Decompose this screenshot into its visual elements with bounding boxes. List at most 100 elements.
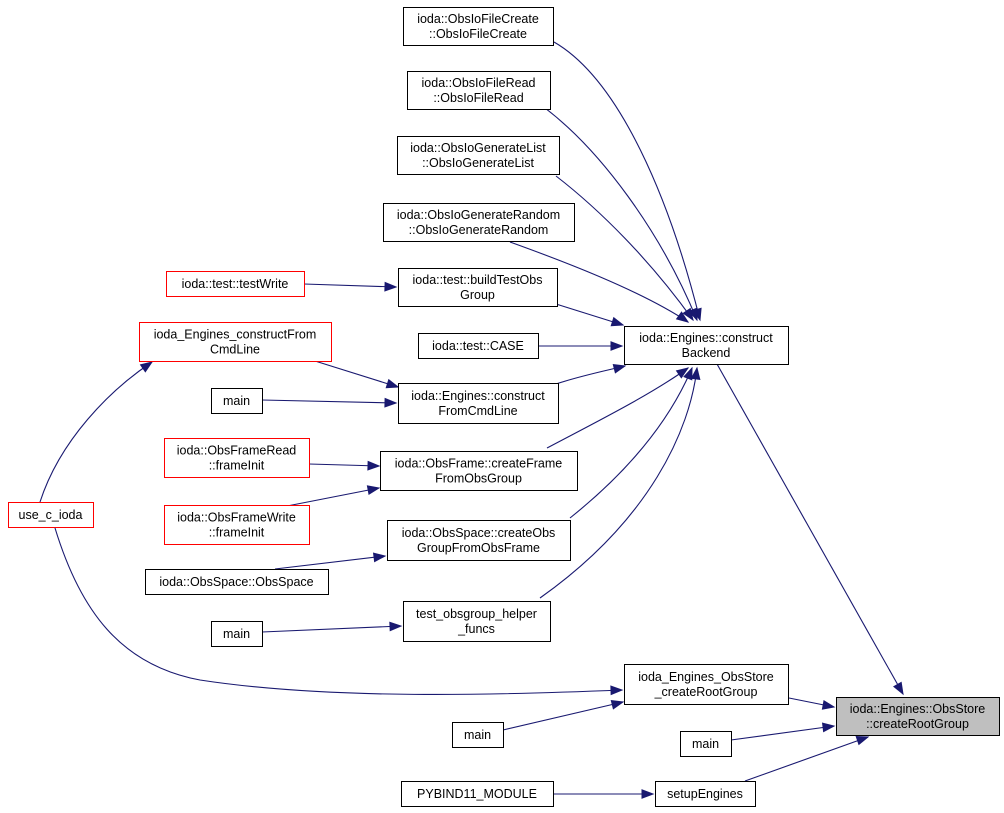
node-obsframeread-frameinit[interactable]: ioda::ObsFrameRead::frameInit	[164, 438, 310, 478]
node-label: main	[692, 737, 719, 751]
node-box	[401, 781, 554, 807]
arrowhead-icon	[139, 361, 154, 373]
node-pybind11-module[interactable]: PYBIND11_MODULE	[401, 781, 554, 807]
edge-use_c_ioda-to-c_obsstore_createrootgroup	[54, 527, 624, 696]
node-obsframewrite-frameinit[interactable]: ioda::ObsFrameWrite::frameInit	[164, 505, 310, 545]
node-label: FromCmdLine	[438, 404, 517, 418]
arrowhead-icon	[610, 700, 625, 710]
node-label: ioda::ObsFrameRead	[177, 444, 297, 458]
node-obsiogeneraterandom[interactable]: ioda::ObsIoGenerateRandom::ObsIoGenerate…	[383, 203, 575, 242]
edge-line	[539, 367, 698, 599]
arrowhead-icon	[610, 316, 625, 327]
edge-main2-to-test_obsgroup_helper_funcs	[261, 621, 403, 633]
arrowhead-icon	[385, 378, 400, 389]
arrowhead-icon	[821, 700, 836, 710]
node-label: ioda::test::CASE	[432, 339, 524, 353]
node-label: ioda::ObsFrame::createFrame	[395, 457, 562, 471]
node-obsiogeneratelist[interactable]: ioda::ObsIoGenerateList::ObsIoGenerateLi…	[397, 136, 560, 175]
node-box	[164, 438, 310, 478]
node-box	[139, 322, 332, 362]
node-box	[624, 326, 789, 365]
edge-obsspace_ctor-to-createobsgroupfromobsframe	[274, 552, 387, 570]
arrowhead-icon	[675, 367, 690, 379]
node-label: ::frameInit	[209, 459, 265, 473]
edge-line	[555, 175, 694, 321]
node-label: ::ObsIoGenerateRandom	[409, 223, 549, 237]
edge-testcase-to-constructbackend	[538, 341, 624, 351]
node-label: use_c_ioda	[19, 508, 83, 522]
node-box	[452, 722, 504, 748]
edge-line	[502, 701, 624, 731]
node-box	[383, 203, 575, 242]
node-box	[403, 601, 551, 642]
node-box	[680, 731, 732, 757]
node-label: main	[223, 627, 250, 641]
edge-line	[274, 555, 386, 570]
node-obsspace-ctor[interactable]: ioda::ObsSpace::ObsSpace	[145, 569, 329, 595]
edge-testwrite-to-buildtestobsgroup	[303, 281, 398, 292]
node-label: ioda::ObsSpace::createObs	[402, 526, 556, 540]
call-edges	[39, 41, 904, 799]
node-label: ioda::ObsSpace::ObsSpace	[159, 575, 313, 589]
node-label: ioda::ObsIoGenerateRandom	[397, 208, 560, 222]
node-main2[interactable]: main	[211, 621, 263, 647]
node-label: Backend	[682, 346, 731, 360]
node-box	[397, 136, 560, 175]
arrowhead-icon	[610, 341, 624, 351]
edge-line	[314, 360, 399, 388]
node-testwrite[interactable]: ioda::test::testWrite	[166, 271, 305, 297]
node-label: ioda::Engines::construct	[639, 331, 773, 345]
node-obsiofileread[interactable]: ioda::ObsIoFileRead::ObsIoFileRead	[407, 71, 551, 110]
node-obsiofilecreate[interactable]: ioda::ObsIoFileCreate::ObsIoFileCreate	[403, 7, 554, 46]
edge-line	[553, 41, 701, 321]
node-c-obsstore-createrootgroup[interactable]: ioda_Engines_ObsStore_createRootGroup	[624, 664, 789, 705]
node-main1[interactable]: main	[211, 388, 263, 414]
edge-c_obsstore_createrootgroup-to-obsstore_createrootgroup	[788, 697, 836, 710]
node-label: ioda_Engines_constructFrom	[154, 328, 317, 342]
node-label: main	[223, 394, 250, 408]
edge-line	[544, 107, 698, 321]
edge-obsframeread_frameinit-to-createframefromobsgroup	[308, 460, 381, 471]
node-box	[164, 505, 310, 545]
edge-createobsgroupfromobsframe-to-constructbackend	[569, 366, 693, 519]
node-box	[166, 271, 305, 297]
node-label: ioda_Engines_ObsStore	[638, 670, 774, 684]
edge-buildtestobsgroup-to-constructbackend	[555, 303, 625, 327]
node-box	[211, 388, 263, 414]
node-test-obsgroup-helper-funcs[interactable]: test_obsgroup_helper_funcs	[403, 601, 551, 642]
edge-line	[39, 361, 153, 503]
node-label: ioda::Engines::ObsStore	[850, 702, 986, 716]
edge-obsframewrite_frameinit-to-createframefromobsgroup	[281, 485, 381, 508]
edge-test_obsgroup_helper_funcs-to-constructbackend	[539, 366, 701, 599]
node-testcase[interactable]: ioda::test::CASE	[418, 333, 539, 359]
node-label: FromObsGroup	[435, 472, 522, 486]
arrowhead-icon	[612, 364, 627, 374]
edge-line	[555, 303, 624, 326]
node-label: Group	[460, 288, 495, 302]
node-main3[interactable]: main	[452, 722, 504, 748]
arrowhead-icon	[683, 366, 693, 381]
node-label: ioda::ObsFrameWrite	[177, 511, 296, 525]
node-setupengines[interactable]: setupEngines	[655, 781, 756, 807]
edge-main4-to-obsstore_createrootgroup	[730, 722, 836, 741]
node-label: setupEngines	[667, 787, 743, 801]
edge-main1-to-constructfromcmdline	[261, 397, 398, 408]
node-main4[interactable]: main	[680, 731, 732, 757]
edge-line	[569, 367, 693, 519]
node-label: ::frameInit	[209, 526, 265, 540]
node-createobsgroupfromobsframe[interactable]: ioda::ObsSpace::createObsGroupFromObsFra…	[387, 520, 571, 561]
node-obsstore-createrootgroup[interactable]: ioda::Engines::ObsStore::createRootGroup	[836, 697, 1000, 736]
node-label: ::ObsIoFileCreate	[429, 27, 527, 41]
edge-createframefromobsgroup-to-constructbackend	[546, 367, 690, 449]
node-box	[624, 664, 789, 705]
node-label: ioda::test::testWrite	[182, 277, 289, 291]
arrowhead-icon	[821, 722, 836, 733]
edge-pybind11_module-to-setupengines	[553, 789, 655, 799]
node-use-c-ioda[interactable]: use_c_ioda	[8, 502, 94, 528]
